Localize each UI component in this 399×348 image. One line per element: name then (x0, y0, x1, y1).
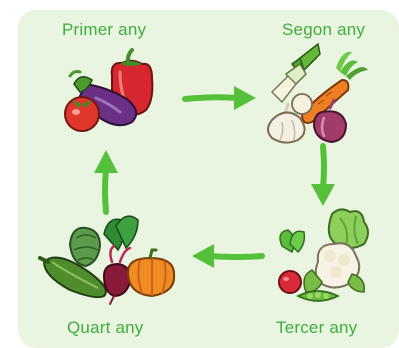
stage-label-2: Segon any (282, 20, 366, 39)
stage-label-4: Quart any (67, 318, 144, 337)
nightshade-vegetables-icon (64, 48, 154, 132)
stage-label-3: Tercer any (276, 318, 358, 337)
stage-label-1: Primer any (62, 20, 147, 39)
arrow-left (192, 244, 265, 268)
brassica-vegetables-icon (278, 208, 369, 302)
root-vegetables-icon (267, 42, 368, 144)
arrow-right (182, 86, 256, 110)
arrow-up (94, 150, 118, 215)
cucurbit-leafy-vegetables-icon (38, 215, 176, 305)
arrow-down (311, 143, 335, 206)
